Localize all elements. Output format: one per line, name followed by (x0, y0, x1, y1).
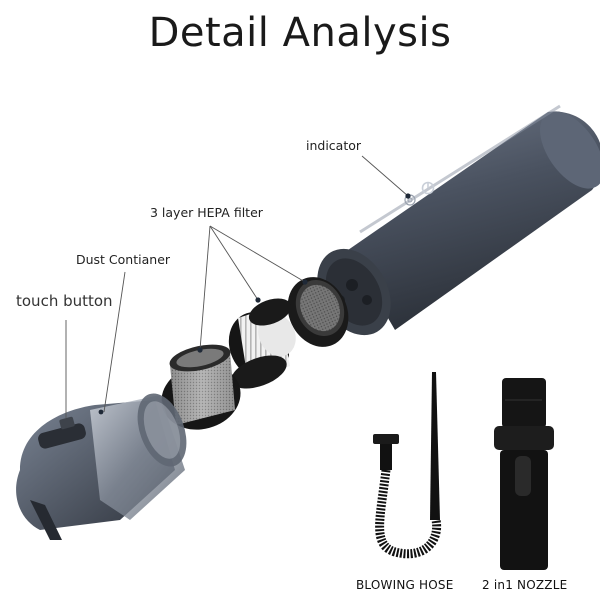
callout-dust-container: Dust Contianer (76, 252, 171, 267)
sponge-filter (287, 277, 349, 347)
callout-dots (197, 193, 411, 353)
callout-lines (65, 155, 409, 418)
callout-touch-button: touch button (16, 292, 113, 310)
hepa-cartridge (228, 298, 296, 389)
callout-hepa-filter: 3 layer HEPA filter (150, 205, 263, 220)
blowing-hose (373, 372, 442, 559)
mesh-filter (161, 344, 241, 430)
dust-container (16, 393, 187, 540)
touch-button-icon (59, 409, 104, 430)
caption-blowing-hose: BLOWING HOSE (356, 578, 454, 592)
page-title: Detail Analysis (148, 10, 452, 56)
nozzle-accessory (494, 378, 554, 570)
caption-nozzle: 2 in1 NOZZLE (482, 578, 568, 592)
callout-indicator: indicator (306, 138, 362, 153)
